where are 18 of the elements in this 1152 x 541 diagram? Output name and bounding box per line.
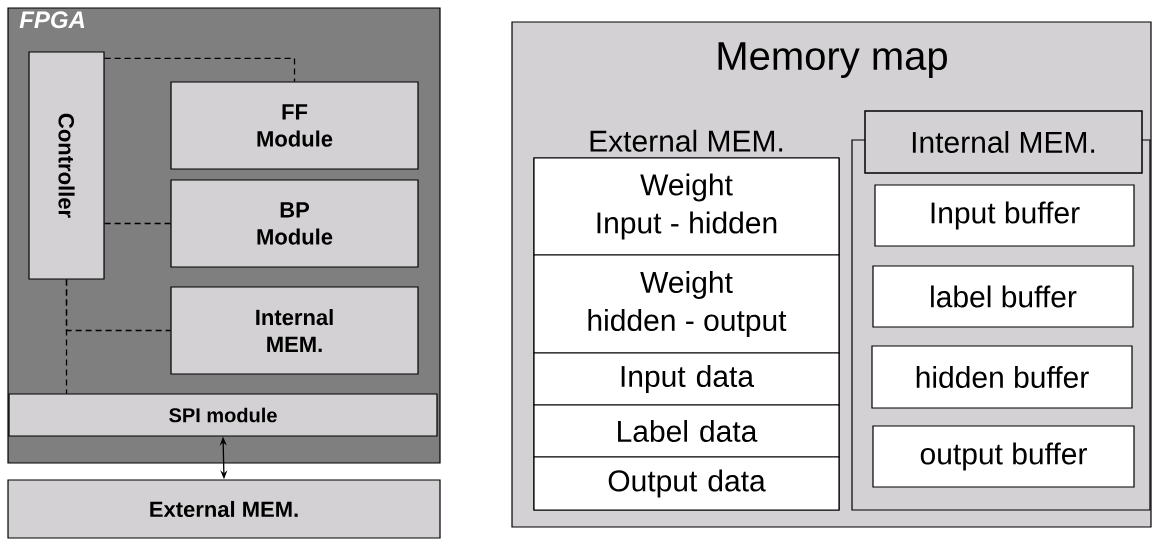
memory-cell: Input data xyxy=(533,352,840,406)
memory-cell: Output data xyxy=(533,456,840,511)
memory-box: External MEM. xyxy=(7,479,441,539)
spi-module-bar: SPI module xyxy=(8,393,438,437)
buffer-box: Input buffer xyxy=(874,184,1135,247)
memory-cell: Weight Input - hidden xyxy=(533,157,840,256)
buffer-box: label buffer xyxy=(872,265,1134,328)
memory-cell: Weight hidden - output xyxy=(533,254,840,354)
module-box: BP Module xyxy=(170,179,419,268)
connector-line xyxy=(103,222,172,225)
memory-cell: Label data xyxy=(533,404,840,458)
module-box: FF Module xyxy=(170,81,419,170)
controller-box: Controller xyxy=(28,51,105,280)
module-box: Internal MEM. xyxy=(170,286,419,375)
connector-line xyxy=(65,278,68,395)
buffer-box: output buffer xyxy=(872,425,1135,488)
buffer-box: hidden buffer xyxy=(871,345,1133,409)
node-label: External MEM. xyxy=(590,129,783,152)
